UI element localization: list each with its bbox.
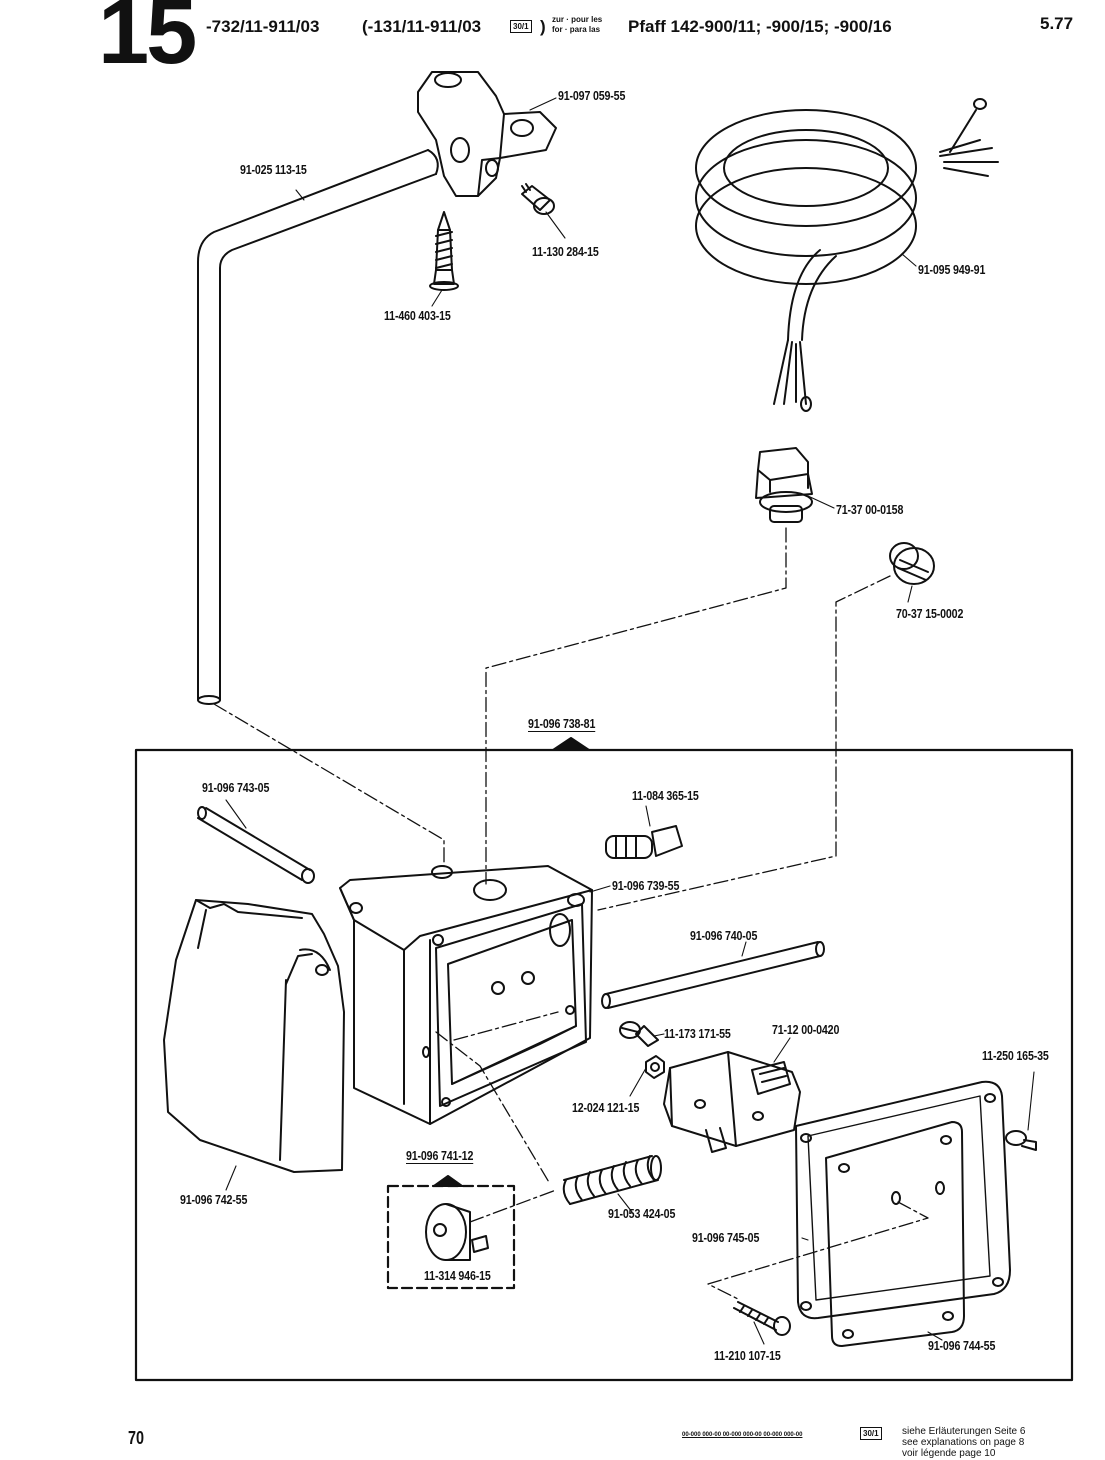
machine-model: Pfaff 142-900/11; -900/15; -900/16	[628, 17, 892, 36]
model-codes: -732/11-911/03	[206, 17, 320, 36]
microswitch	[663, 1051, 801, 1153]
wood-screw	[429, 211, 459, 291]
date-code: 5.77	[1040, 14, 1074, 33]
guide-pin	[197, 806, 315, 884]
cap-screw	[521, 183, 555, 215]
part-label: 11-130 284-15	[532, 244, 599, 259]
part-label: 91-025 113-15	[240, 162, 307, 177]
hex-nut	[645, 1055, 665, 1079]
part-label: 91-096 745-05	[692, 1230, 760, 1245]
part-label: 91-097 059-55	[558, 88, 626, 103]
part-label: 11-210 107-15	[714, 1348, 781, 1363]
cover-plate	[825, 1121, 965, 1347]
gasket	[795, 1080, 1011, 1320]
sub-assembly-part-label: 91-096 741-12	[406, 1148, 474, 1163]
part-label: 71-12 00-0420	[772, 1022, 840, 1037]
part-label: 11-314 946-15	[424, 1268, 491, 1283]
housing-cover	[163, 899, 345, 1173]
assembly-marker-triangle	[552, 737, 590, 751]
part-label: 11-084 365-15	[632, 788, 699, 803]
header-badge: 30/1	[510, 20, 532, 33]
page-number: 70	[128, 1428, 145, 1448]
assembly-lines	[213, 527, 929, 1301]
section-number: 15	[98, 0, 197, 83]
part-label: 91-053 424-05	[608, 1206, 676, 1221]
footer-note-de: siehe Erläuterungen Seite 6	[902, 1426, 1026, 1437]
actuator-knob	[425, 1203, 489, 1261]
set-screw	[605, 825, 683, 859]
sealing-plug	[889, 542, 935, 585]
part-label: 11-460 403-15	[384, 308, 451, 323]
bent-rod	[197, 149, 439, 705]
model-codes-alt: (-131/11-911/03	[362, 17, 482, 36]
cable-gland	[755, 447, 813, 523]
assembly-frame	[134, 748, 1074, 1382]
sub-assembly-marker	[433, 1175, 463, 1187]
mounting-bracket	[417, 71, 557, 197]
for-line-1: zur · pour les	[552, 15, 603, 24]
switch-housing	[339, 865, 593, 1125]
footer-codes: 00-000 000-00 00-000 000-00 00-000 000-0…	[682, 1432, 803, 1438]
part-label: 11-173 171-55	[664, 1026, 731, 1041]
support-rod	[601, 941, 825, 1009]
cover-screw	[1005, 1130, 1037, 1151]
assembly-part-label: 91-096 738-81	[528, 716, 596, 731]
header-badge-close: )	[540, 17, 546, 36]
footer-badge: 30/1	[860, 1427, 882, 1440]
part-label: 11-250 165-35	[982, 1048, 1049, 1063]
part-label: 12-024 121-15	[572, 1100, 640, 1115]
part-label: 91-096 740-05	[690, 928, 758, 943]
part-label: 70-37 15-0002	[896, 606, 964, 621]
coiled-cable	[695, 98, 999, 412]
part-label: 91-096 739-55	[612, 878, 680, 893]
compression-spring	[562, 1155, 662, 1205]
leader-lines	[225, 97, 1035, 1345]
slotted-screw	[619, 1021, 659, 1047]
part-label: 91-096 744-55	[928, 1338, 996, 1353]
footer-note-en: see explanations on page 8	[902, 1437, 1025, 1448]
for-line-2: for · para las	[552, 25, 601, 34]
footer-note-fr: voir légende page 10	[902, 1448, 996, 1459]
part-label: 71-37 00-0158	[836, 502, 904, 517]
part-label: 91-095 949-91	[918, 262, 986, 277]
long-screw	[733, 1301, 791, 1336]
part-label: 91-096 743-05	[202, 780, 270, 795]
part-label: 91-096 742-55	[180, 1192, 248, 1207]
